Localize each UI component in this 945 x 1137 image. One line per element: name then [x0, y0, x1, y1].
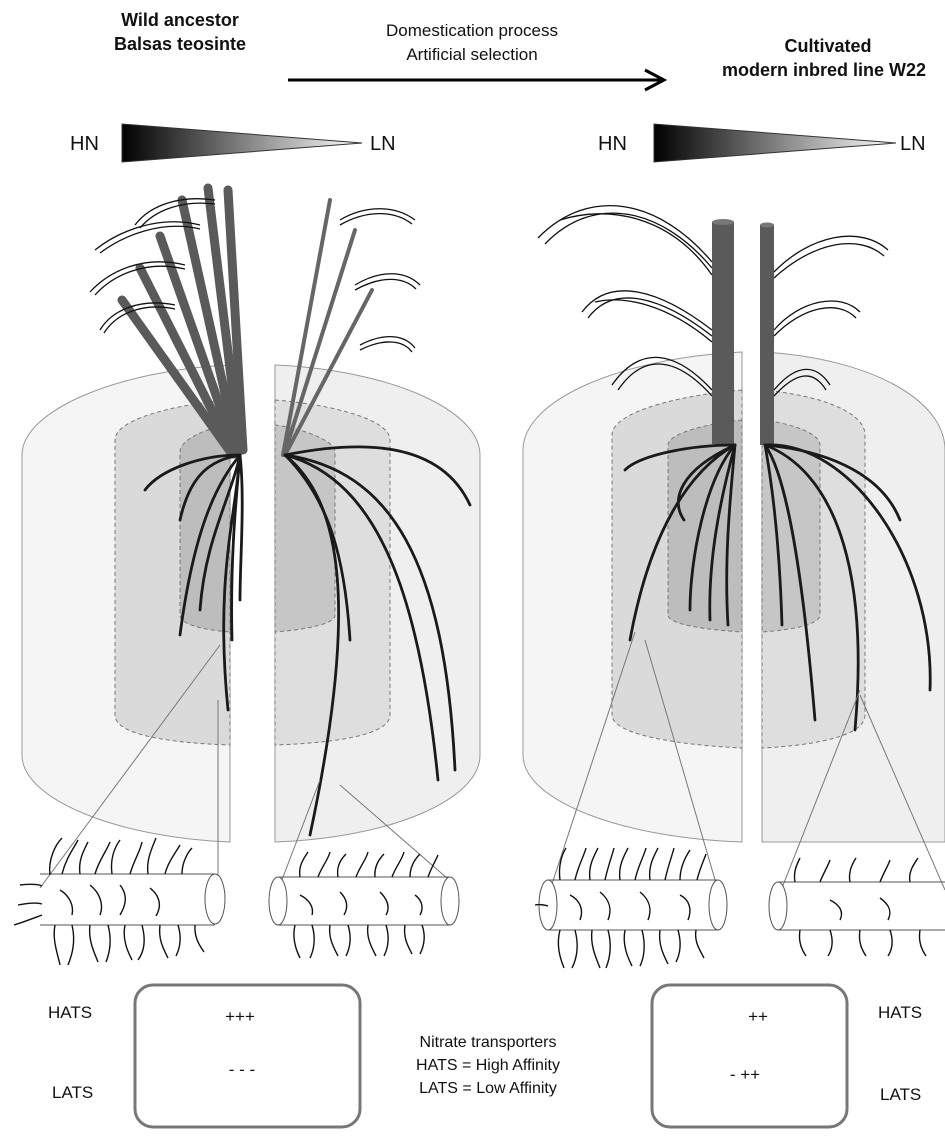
- ln-label-left: LN: [370, 133, 396, 155]
- right-title-line1: Cultivated: [784, 36, 871, 56]
- legend-center: Nitrate transporters HATS = High Affinit…: [416, 1034, 560, 1097]
- lats-value-left: - - -: [229, 1060, 255, 1079]
- left-title-line2: Balsas teosinte: [114, 34, 246, 54]
- gradient-wedge-left: [122, 124, 362, 162]
- teosinte-pot: [22, 365, 480, 842]
- lats-label-left: LATS: [52, 1083, 93, 1102]
- legend-left: HATS LATS +++ - - -: [48, 985, 360, 1127]
- gradient-wedge-right: [654, 124, 896, 162]
- nitrogen-gradient-right: HN LN: [598, 124, 926, 162]
- left-title-line1: Wild ancestor: [121, 10, 239, 30]
- root-closeup-maize-ln: [769, 858, 945, 956]
- lats-label-right: LATS: [880, 1085, 921, 1104]
- header: Wild ancestor Balsas teosinte Domesticat…: [114, 10, 926, 90]
- maize-stems: [712, 219, 774, 445]
- nitrogen-gradient-left: HN LN: [70, 124, 396, 162]
- legend-right: ++ - ++ HATS LATS: [652, 985, 922, 1127]
- root-closeup-maize-hn: [535, 848, 727, 968]
- root-closeup-teosinte-hn: [14, 838, 225, 965]
- hn-label-right: HN: [598, 133, 627, 155]
- hats-value-left: +++: [225, 1007, 255, 1026]
- legend-lats-definition: LATS = Low Affinity: [419, 1080, 557, 1097]
- right-title-line2: modern inbred line W22: [722, 60, 926, 80]
- lats-value-right: - ++: [730, 1065, 760, 1084]
- maize-stem-hn: [712, 222, 734, 444]
- root-closeup-teosinte-ln: [269, 852, 459, 958]
- hats-label-left: HATS: [48, 1003, 92, 1022]
- legend-title: Nitrate transporters: [420, 1034, 557, 1051]
- legend-hats-definition: HATS = High Affinity: [416, 1057, 560, 1074]
- hats-value-right: ++: [748, 1007, 768, 1026]
- process-line1: Domestication process: [386, 21, 558, 40]
- maize-stem-ln: [760, 225, 774, 445]
- hn-label-left: HN: [70, 133, 99, 155]
- process-line2: Artificial selection: [406, 45, 537, 64]
- ln-label-right: LN: [900, 133, 926, 155]
- hats-label-right: HATS: [878, 1003, 922, 1022]
- arrow-right-icon: [288, 70, 664, 90]
